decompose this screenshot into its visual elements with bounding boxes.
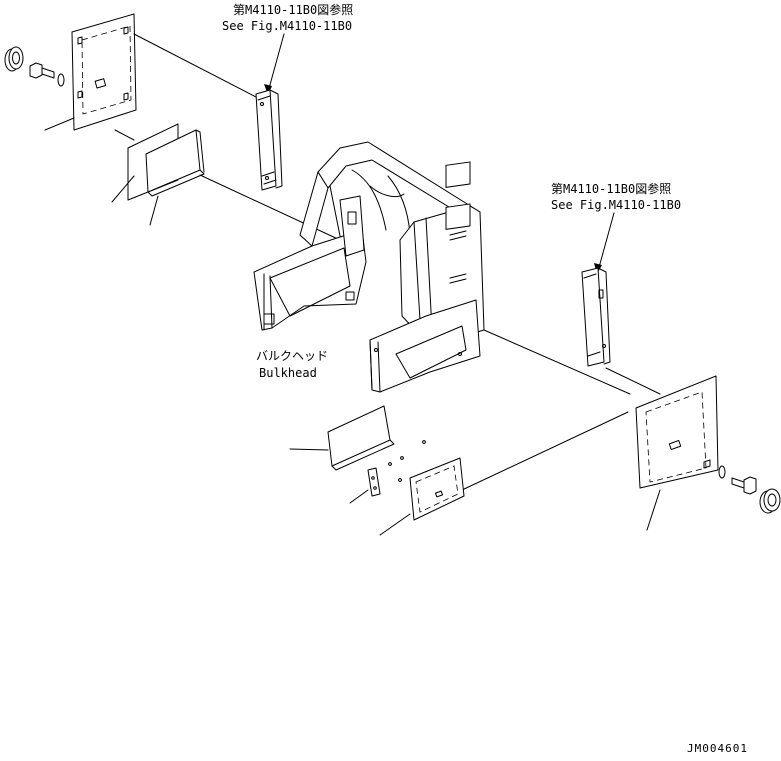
assembly-line (605, 367, 661, 395)
callout-top-jp: 第M4110-11B0図参照 (233, 2, 353, 17)
drawing-number: JM004601 (687, 742, 748, 755)
washer-right (718, 465, 726, 479)
leader-line (289, 448, 329, 451)
cover-panel-left (71, 13, 137, 131)
cover-plate-lower (409, 457, 465, 521)
leader-line (646, 489, 661, 531)
knob-left (4, 46, 24, 72)
insulation-pad-lower (327, 405, 395, 471)
assembly-line (114, 129, 135, 141)
insulation-pad-left (145, 129, 205, 197)
cover-panel-right (635, 375, 719, 489)
assembly-line (461, 411, 629, 491)
spacer-plate-lower (367, 467, 381, 497)
washer-left (57, 73, 65, 87)
assembly-line (133, 33, 259, 99)
bolt-right (731, 476, 757, 495)
leader-line (349, 489, 369, 504)
leader-line (111, 175, 135, 203)
knob-right (759, 488, 781, 514)
leader-line (44, 117, 75, 131)
holes (388, 440, 426, 482)
leader-line (379, 513, 411, 536)
callout-arrow-right (594, 212, 615, 274)
callout-right-en: See Fig.M4110-11B0 (551, 198, 681, 212)
callout-top-en: See Fig.M4110-11B0 (222, 19, 352, 33)
bracket-right (581, 267, 611, 367)
bulkhead-label-en: Bulkhead (259, 366, 317, 380)
leader-line (149, 195, 159, 226)
bracket-left (255, 89, 283, 191)
bulkhead-frame (253, 141, 485, 393)
callout-right-jp: 第M4110-11B0図参照 (551, 181, 671, 196)
assembly-line (483, 329, 631, 395)
callout-arrow-top (264, 33, 285, 95)
bolt-left (29, 62, 55, 79)
bulkhead-label-jp: バルクヘッド (256, 349, 328, 363)
